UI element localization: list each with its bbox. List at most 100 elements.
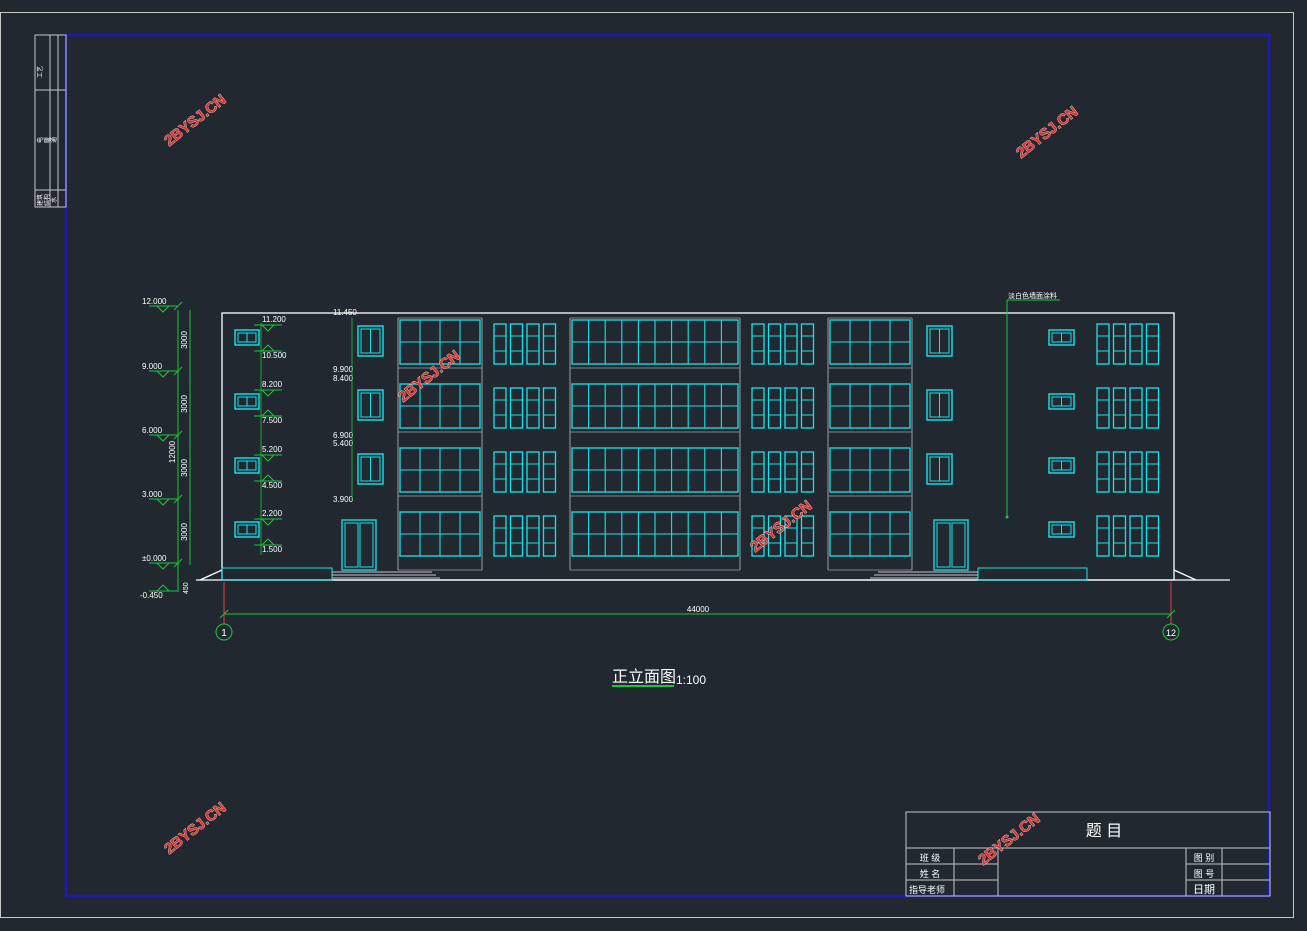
tall-window <box>1096 515 1110 557</box>
elev-symbol <box>254 454 282 462</box>
strip-label: 工艺 <box>36 66 44 78</box>
tall-window <box>751 387 765 429</box>
axis-marker-end <box>1162 623 1180 641</box>
curtain-wall-window <box>829 511 911 557</box>
tall-window <box>509 451 524 493</box>
curtain-wall-window <box>399 319 481 365</box>
tall-window <box>767 515 782 557</box>
watermark-text: 2BYSJ.CN <box>161 799 229 858</box>
title-block-header: 题 目 <box>1086 823 1122 840</box>
level-dimension-chain: 12.0009.0006.0003.000±0.000-0.4504503000… <box>140 297 191 600</box>
strip-label: 电 <box>36 137 44 143</box>
overall-height-dim: 12000 <box>168 440 177 463</box>
level-label: 9.000 <box>142 362 163 371</box>
level-symbol <box>149 434 177 442</box>
side-note-leader <box>1005 299 1060 519</box>
tall-window <box>1096 451 1110 493</box>
level-label: 6.000 <box>142 426 163 435</box>
tall-window <box>1145 451 1160 493</box>
tall-window <box>1145 515 1160 557</box>
tall-window <box>1145 323 1160 365</box>
tall-window <box>509 515 524 557</box>
curtain-wall-window <box>571 511 739 557</box>
tall-window <box>751 515 765 557</box>
window-small <box>234 457 260 474</box>
elev-mark: 10.500 <box>262 351 287 360</box>
tall-window <box>767 451 782 493</box>
left-signature-strip <box>34 34 67 208</box>
elev-mark: 8.200 <box>262 380 283 389</box>
strip-label: 结构 <box>43 194 51 206</box>
title-block-type-label: 图 别 <box>1194 853 1215 863</box>
tall-window <box>526 451 540 493</box>
level-symbol <box>149 305 177 313</box>
tall-window <box>767 387 782 429</box>
title-block-number-label: 图 号 <box>1194 869 1215 879</box>
drawing-scale: 1:100 <box>676 673 706 687</box>
level-symbol <box>149 498 177 506</box>
tall-window <box>1112 387 1127 429</box>
elev-mark: 4.500 <box>262 481 283 490</box>
stair-window <box>357 325 384 357</box>
watermark-text: 2BYSJ.CN <box>747 497 815 556</box>
tall-window <box>542 451 557 493</box>
level-label: 3.000 <box>142 490 163 499</box>
stair-window <box>357 453 384 485</box>
storey-dim: 3000 <box>180 331 189 349</box>
elev-mark: 5.400 <box>333 439 354 448</box>
tall-window <box>1096 323 1110 365</box>
tall-window <box>509 323 524 365</box>
strip-label: 暖 <box>43 137 51 143</box>
sheet-border <box>0 12 1294 918</box>
elev-symbol <box>254 474 282 482</box>
strip-label: 通 <box>50 137 58 143</box>
watermark-text: 2BYSJ.CN <box>395 347 463 406</box>
tall-window <box>526 515 540 557</box>
width-dimension <box>215 582 1180 641</box>
title-block-name-label: 姓 名 <box>920 868 941 879</box>
curtain-wall-window <box>571 383 739 429</box>
tall-window <box>1129 451 1143 493</box>
elev-mark: 9.900 <box>333 365 354 374</box>
window-small <box>1048 393 1075 410</box>
level-label: 12.000 <box>142 297 167 306</box>
dim-tick <box>173 558 183 568</box>
left-strip-labels: 工艺电暖通建筑结构水 <box>36 66 58 206</box>
elev-mark: 2.200 <box>262 509 283 518</box>
window-small <box>1048 329 1075 346</box>
tall-window <box>751 323 765 365</box>
tall-window <box>800 515 815 557</box>
plinth <box>221 567 1088 581</box>
level-symbol <box>149 562 177 570</box>
side-note: 淡白色墙面涂料 <box>1008 291 1057 300</box>
title-block-class-label: 班 级 <box>920 852 941 863</box>
elev-symbol <box>254 324 282 332</box>
tall-window <box>1112 323 1127 365</box>
elev-symbol <box>254 409 282 417</box>
dim-tick <box>173 494 183 504</box>
level-symbol <box>149 370 177 378</box>
drawing-frame <box>64 33 1271 898</box>
curtain-wall-window <box>399 383 481 429</box>
tall-window <box>542 323 557 365</box>
tall-window <box>784 323 798 365</box>
curtain-wall-window <box>829 447 911 493</box>
elev-mark: 5.200 <box>262 445 283 454</box>
window-small <box>1048 457 1075 474</box>
axis-label-start: 1 <box>221 628 227 639</box>
dim-tick <box>173 366 183 376</box>
elev-symbol <box>254 389 282 397</box>
entrance-door <box>341 519 377 571</box>
elev-mark: 3.900 <box>333 495 354 504</box>
stair-window <box>926 389 953 421</box>
tall-window <box>784 387 798 429</box>
window-small <box>234 521 260 538</box>
elev-mark: 7.500 <box>262 416 283 425</box>
title-block <box>905 811 1271 897</box>
tall-window <box>493 323 507 365</box>
width-dimension-value: 44000 <box>687 605 710 614</box>
elev-symbol <box>254 518 282 526</box>
tall-window <box>784 515 798 557</box>
window-small <box>234 393 260 410</box>
entrance-steps <box>332 571 978 579</box>
